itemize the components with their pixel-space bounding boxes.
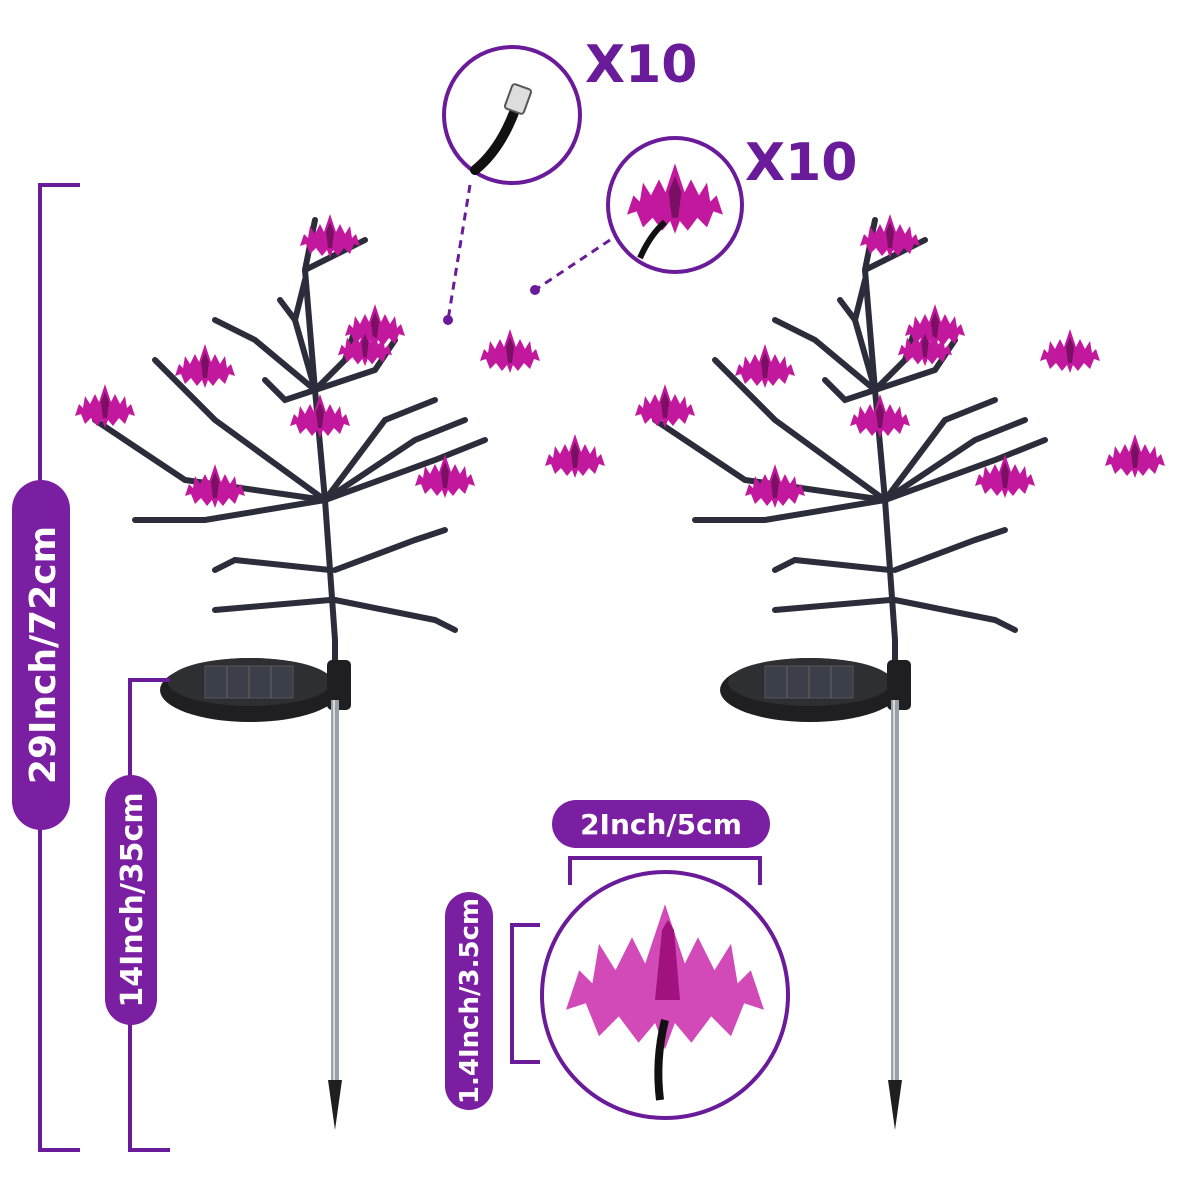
stake-height-label: 14Inch/35cm bbox=[115, 792, 150, 1007]
bat-callout-leader bbox=[534, 238, 611, 292]
led-bulb-quantity: X10 bbox=[585, 35, 697, 95]
total-height-pill bbox=[12, 480, 70, 830]
bat-height-pill bbox=[445, 892, 493, 1110]
bat-height-bracket bbox=[510, 923, 540, 1064]
led-bulb-icon bbox=[470, 83, 532, 175]
bat-detail-icon bbox=[566, 904, 764, 1101]
bat-width-bracket bbox=[568, 856, 762, 885]
bat-width-pill bbox=[552, 800, 770, 848]
bat-quantity: X10 bbox=[745, 133, 857, 193]
stake-height-pill bbox=[105, 775, 157, 1025]
led-callout-leader bbox=[446, 184, 472, 321]
bat-width-label: 2Inch/5cm bbox=[580, 808, 742, 841]
bat-icon bbox=[627, 163, 723, 260]
total-height-label: 29Inch/72cm bbox=[23, 526, 64, 784]
bat-height-label: 1.4Inch/3.5cm bbox=[455, 898, 485, 1104]
